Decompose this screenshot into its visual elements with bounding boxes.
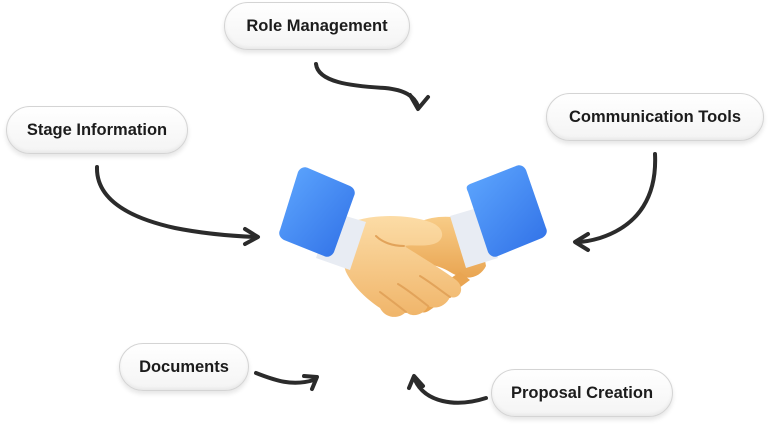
proposal-creation-text: Proposal Creation: [510, 383, 654, 402]
role-management-text: Role Management: [246, 16, 388, 35]
arrow-proposal-creation: [407, 374, 488, 405]
handshake-icon: [279, 165, 547, 317]
role-management-label: Role Management: [224, 2, 410, 50]
left-sleeve: [279, 167, 366, 270]
stage-information-text: Stage Information: [26, 120, 168, 139]
left-hand: [342, 216, 462, 317]
communication-tools-text: Communication Tools: [568, 107, 742, 126]
communication-tools-label: Communication Tools: [546, 93, 764, 141]
proposal-creation-label: Proposal Creation: [491, 369, 673, 417]
arrow-role-management: [314, 62, 430, 111]
arrow-stage-information: [94, 165, 260, 246]
documents-text: Documents: [139, 357, 229, 376]
documents-label: Documents: [119, 343, 249, 391]
arrow-communication-tools: [573, 152, 658, 252]
right-sleeve: [450, 165, 547, 268]
arrow-documents: [254, 371, 319, 391]
stage-information-label: Stage Information: [6, 106, 188, 154]
